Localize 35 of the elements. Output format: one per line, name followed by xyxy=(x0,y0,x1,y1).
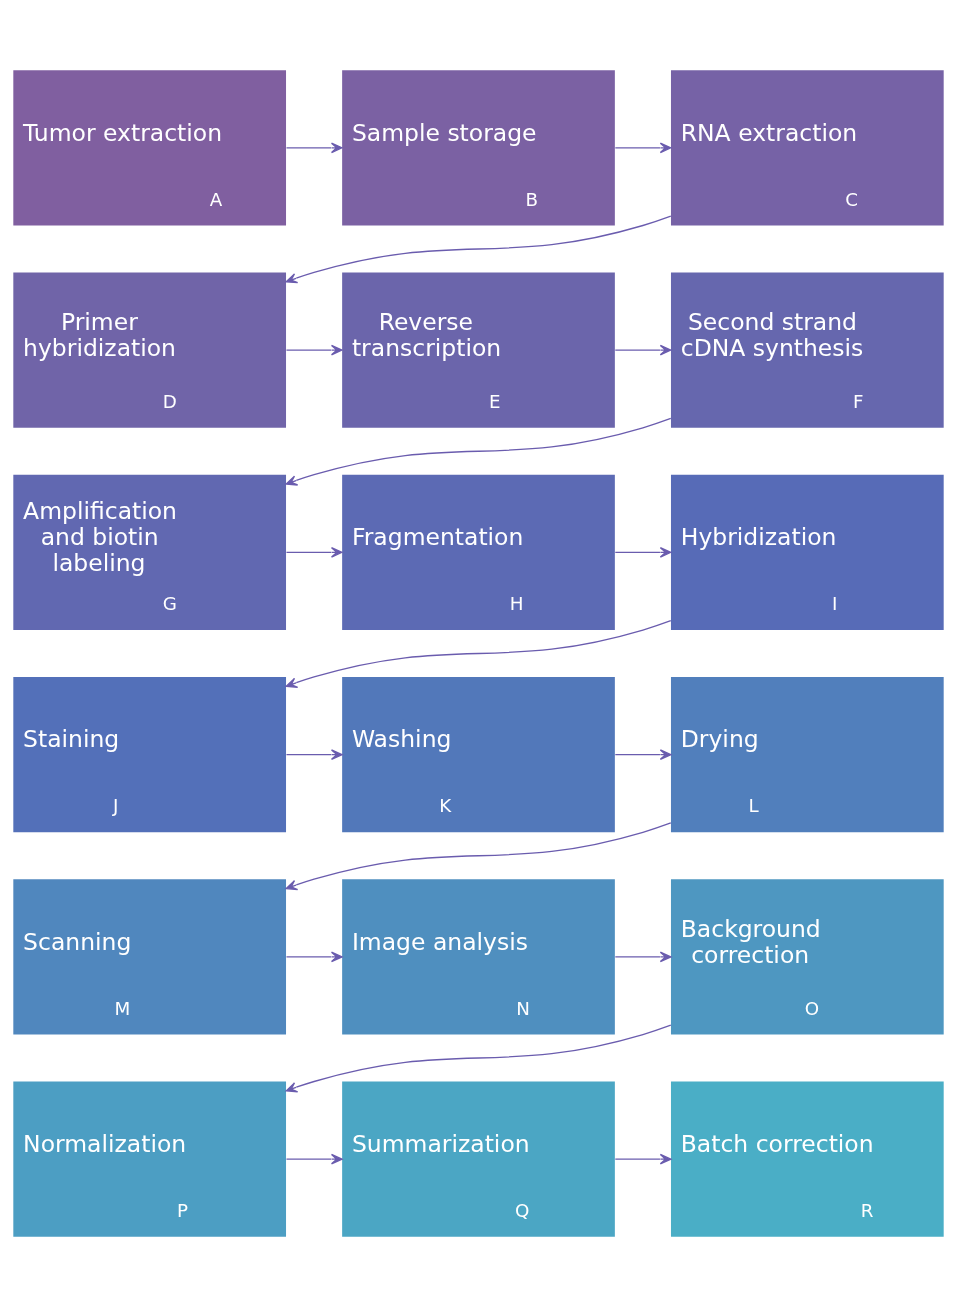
node-box: Batch correction R xyxy=(670,1081,944,1237)
node-box: Second strand cDNA synthesis F xyxy=(670,272,944,428)
arrow xyxy=(285,215,672,284)
arrow xyxy=(614,951,672,963)
node-box: Hybridization I xyxy=(670,474,944,630)
arrow xyxy=(285,822,672,891)
node-box: Sample storage B xyxy=(342,70,615,226)
node-box: Reverse transcription E xyxy=(342,272,615,428)
arrow xyxy=(285,1153,343,1165)
node-box: Image analysis N xyxy=(342,879,615,1035)
arrow xyxy=(285,142,343,154)
arrow xyxy=(285,951,343,963)
node-box: Primer hybridization D xyxy=(13,272,287,428)
arrow xyxy=(285,1024,672,1093)
node-box: RNA extraction C xyxy=(670,70,944,226)
arrow xyxy=(285,547,343,558)
arrow xyxy=(614,1153,672,1165)
node-box: Fragmentation H xyxy=(342,474,615,630)
arrow xyxy=(285,344,343,356)
node-box: Summarization Q xyxy=(342,1081,615,1237)
node-box: Background correction O xyxy=(670,879,944,1035)
node-box: Tumor extraction A xyxy=(13,70,287,226)
node-box: Scanning M xyxy=(13,879,287,1035)
node-box: Staining J xyxy=(13,677,287,833)
arrow xyxy=(614,142,672,154)
arrow xyxy=(614,749,672,760)
node-box: Amplification and biotin labeling G xyxy=(13,474,287,630)
node-box: Washing K xyxy=(342,677,615,833)
arrow xyxy=(285,417,672,486)
node-box: Normalization P xyxy=(13,1081,287,1237)
arrow xyxy=(614,547,672,558)
arrow xyxy=(614,344,672,356)
node-box: Drying L xyxy=(670,677,944,833)
arrow xyxy=(285,749,343,760)
arrow xyxy=(285,620,672,688)
